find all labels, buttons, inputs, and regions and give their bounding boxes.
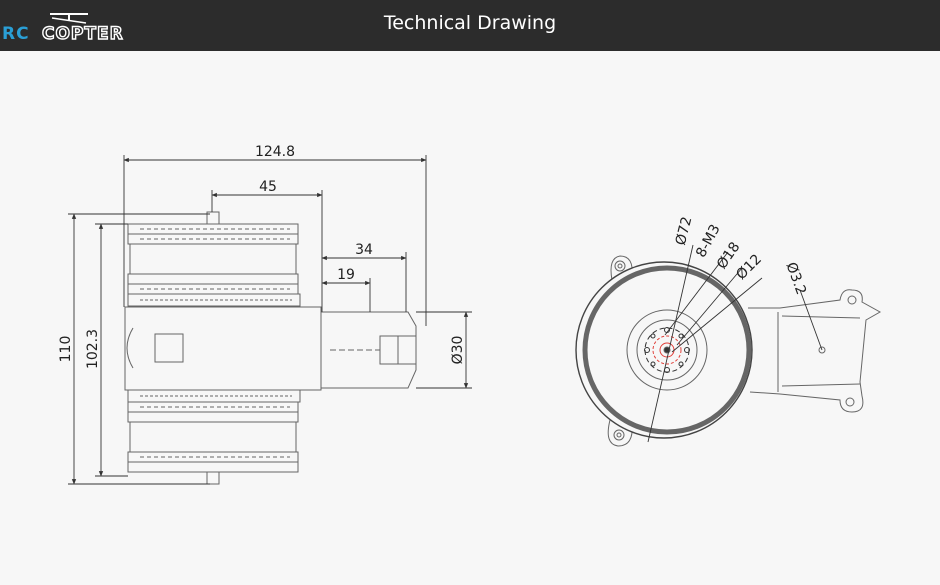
dim-rotor-length: 45 — [259, 179, 277, 195]
dim-overall-height: 110 — [58, 336, 74, 363]
page-title: Technical Drawing — [383, 12, 557, 34]
side-view-hub — [124, 306, 417, 391]
front-view-inner-hub — [626, 309, 708, 391]
front-view-arm — [748, 289, 882, 413]
side-view-top-rotor — [127, 211, 301, 307]
header-bar: RC COPTER Technical Drawing — [0, 0, 940, 51]
logo-copter-text: COPTER — [41, 23, 124, 44]
dim-body-height: 102.3 — [85, 329, 101, 369]
dim-shaft-diameter: Ø30 — [450, 336, 466, 365]
dim-shaft-length: 34 — [355, 242, 373, 258]
front-view-rotor-rim — [582, 265, 752, 435]
logo-rc-text: RC — [2, 24, 30, 44]
dim-overall-length: 124.8 — [255, 144, 295, 160]
front-view-bolt-circle — [652, 335, 682, 365]
technical-drawing: 124.8 45 34 19 Ø30 110 102.3 — [0, 51, 940, 581]
side-view — [68, 155, 472, 485]
front-view-mount-ears — [607, 255, 633, 447]
side-view-bottom-rotor — [127, 389, 301, 485]
rc-copter-logo[interactable]: RC COPTER — [2, 12, 142, 46]
helicopter-icon — [50, 13, 88, 24]
dim-hole-diameter: Ø3.2 — [783, 260, 809, 297]
dim-shaft-offset: 19 — [337, 267, 355, 283]
front-view — [575, 244, 882, 447]
dim-outer-diameter: Ø72 — [673, 215, 696, 247]
